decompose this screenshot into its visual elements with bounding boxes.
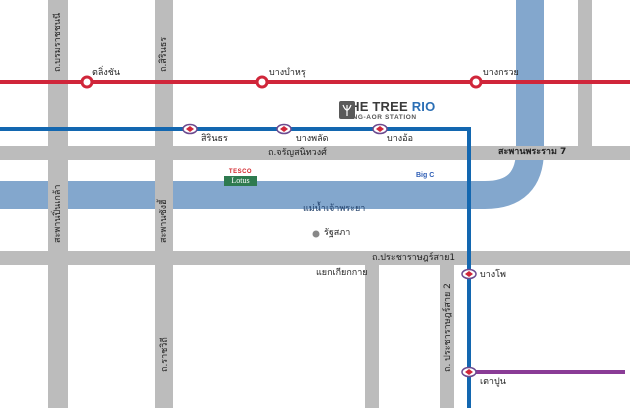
station-taling-chan-marker — [80, 75, 94, 89]
road-label-pracharat-sai-1: ถ.ประชาราษฎร์สาย1 — [372, 253, 456, 263]
place-label-parliament: รัฐสภา — [324, 228, 351, 238]
parliament-dot — [312, 230, 320, 238]
road-pracharat-sai-2 — [440, 265, 454, 408]
station-bang-phlat-marker — [276, 123, 292, 135]
station-label-bang-phlat: บางพลัด — [296, 134, 329, 144]
road-label-borommaratchachonnani: ถ.บรมราชชนนี — [53, 12, 63, 72]
station-label-bang-bamru: บางบำหรุ — [269, 68, 306, 78]
station-label-bang-o: บางอ้อ — [387, 134, 413, 144]
bridge-label-krung-thon: สะพานซังฮี้ — [159, 199, 169, 243]
bridge-label-pin-klao: สะพานปิ่นเกล้า — [53, 184, 63, 243]
place-label-intersection: แยกเกียกกาย — [316, 268, 368, 278]
station-tao-poon-marker — [461, 366, 477, 378]
project-subtitle: BANG-AOR STATION — [342, 114, 417, 121]
road-pracharat-sai-1 — [0, 251, 630, 265]
station-label-taling-chan: ตลิ่งชัน — [92, 68, 121, 78]
station-bang-bamru-marker — [255, 75, 269, 89]
river-label: แม่น้ำเจ้าพระยา — [303, 204, 366, 214]
road-label-ratchawithi: ถ.ราชวิถี — [160, 337, 170, 372]
road-borommaratchachonnani — [48, 0, 68, 408]
station-label-tao-poon: เตาปูน — [480, 377, 506, 387]
station-bang-o-marker — [372, 123, 388, 135]
bridge-label-rama7: สะพานพระราม 7 — [498, 147, 567, 157]
tesco-lotus-logo: TESCO Lotus — [224, 169, 257, 187]
road-sirindhorn — [155, 0, 173, 408]
station-bang-pho-marker — [461, 268, 477, 280]
road-charansanitwong — [0, 146, 630, 160]
station-bang-kruai-marker — [469, 75, 483, 89]
tree-logo-icon — [339, 101, 355, 119]
station-label-bang-kruai: บางกรวย — [483, 68, 519, 78]
bigc-logo: Big C — [416, 172, 435, 179]
road-label-pracharat-sai-2: ถ. ประชาราษฎร์สาย 2 — [443, 283, 453, 372]
road-intersection-branch — [365, 265, 379, 408]
road-label-charansanitwong: ถ.จรัญสนิทวงศ์ — [268, 148, 327, 158]
chao-phraya-river — [0, 0, 544, 209]
station-sirindhorn-marker — [182, 123, 198, 135]
project-name: THE TREE RIO — [342, 99, 436, 114]
station-label-bang-pho: บางโพ — [480, 270, 506, 280]
project-logo: THE TREE RIO BANG-AOR STATION — [338, 100, 435, 122]
station-label-sirindhorn: สิรินธร — [201, 134, 228, 144]
road-label-sirindhorn: ถ.สิรินธร — [159, 36, 169, 72]
mrt-blue-line — [0, 127, 471, 408]
